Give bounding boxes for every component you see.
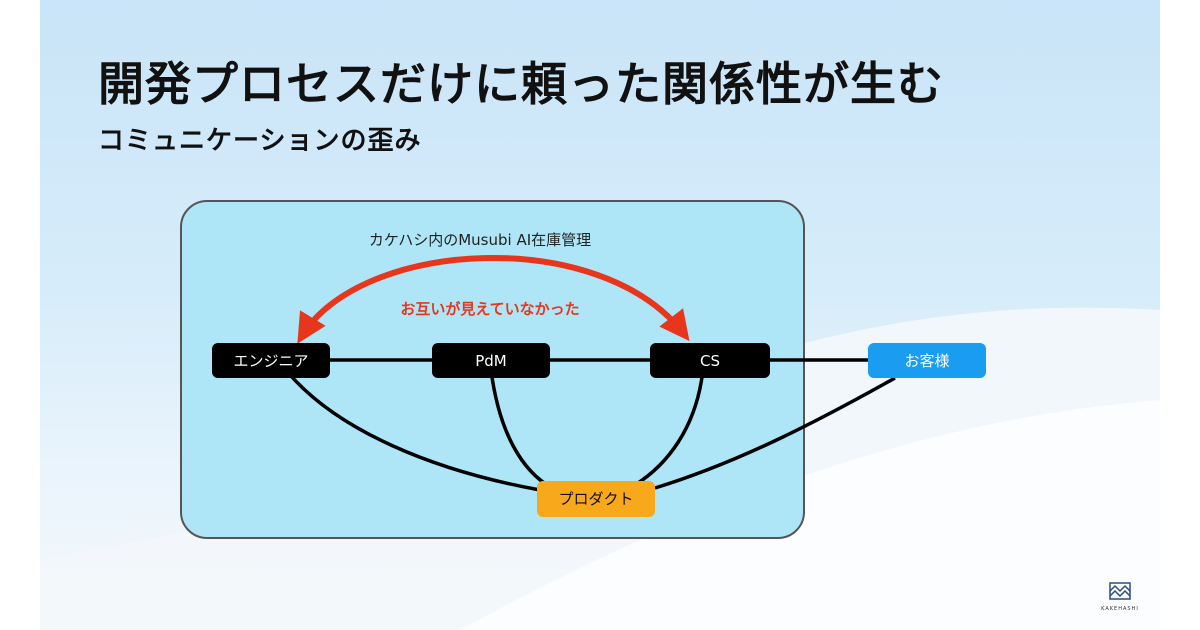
node-customer: お客様 [868,343,986,378]
node-product: プロダクト [537,481,655,517]
node-customer-label: お客様 [904,352,949,370]
node-engineer: エンジニア [212,343,330,378]
container-label: カケハシ内のMusubi AI在庫管理 [369,231,591,249]
slide-title: 開発プロセスだけに頼った関係性が生む [98,57,944,111]
edge-cs-product [629,376,704,490]
slide-subtitle: コミュニケーションの歪み [98,126,422,156]
edge-pdm-product [490,376,553,490]
kakehashi-logo: KAKEHASHI [1090,582,1150,612]
relationship-diagram: カケハシ内のMusubi AI在庫管理 お互いが見えていなかった エンジニア P… [180,200,986,539]
mutual-visibility-arrow [297,254,690,344]
node-pdm-label: PdM [475,352,507,370]
slide: 開発プロセスだけに頼った関係性が生む コミュニケーションの歪み カケハシ内のMu… [40,0,1160,630]
node-pdm: PdM [432,343,550,378]
node-product-label: プロダクト [558,490,633,508]
edge-customer-product [654,376,896,490]
kakehashi-bridge-logo-icon [1109,582,1131,600]
node-cs: CS [650,343,770,378]
edge-engineer-product [290,375,541,492]
logo-wordmark: KAKEHASHI [1101,606,1139,612]
node-cs-label: CS [700,352,720,370]
connection-lines [290,358,896,492]
node-engineer-label: エンジニア [233,352,308,370]
annotation-label: お互いが見えていなかった [400,300,579,318]
